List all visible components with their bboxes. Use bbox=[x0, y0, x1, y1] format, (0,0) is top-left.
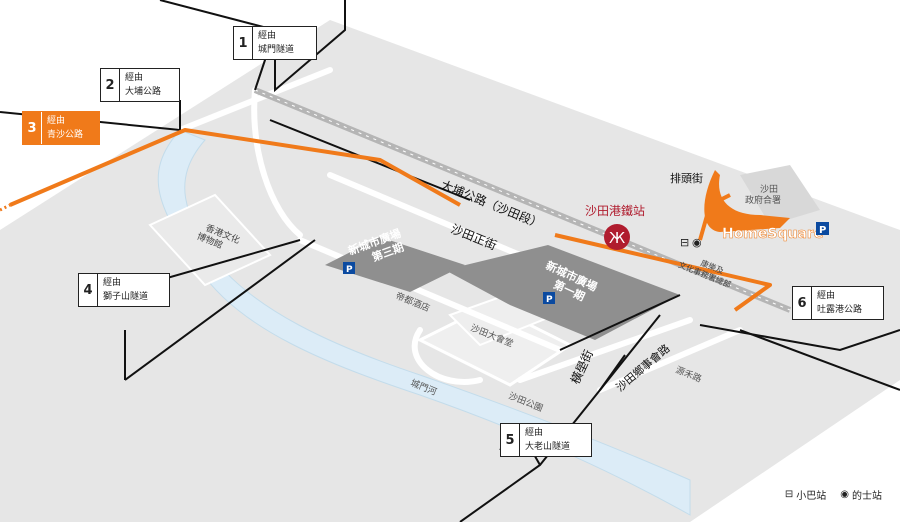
homesquare-parking-label: P bbox=[819, 225, 826, 236]
route-description: 經由城門隧道 bbox=[258, 31, 295, 55]
govt-offices-label: 沙田政府合署 bbox=[745, 184, 781, 206]
route-box-1[interactable]: 1 經由城門隧道 bbox=[233, 26, 317, 60]
local-roads bbox=[177, 67, 743, 393]
legend-taxi: ◉ 的士站 bbox=[840, 487, 882, 502]
taxi-icon: ◉ bbox=[840, 489, 849, 500]
legend-taxi-label: 的士站 bbox=[852, 491, 882, 502]
route-number: 6 bbox=[793, 287, 812, 319]
route-box-2[interactable]: 2 經由大埔公路 bbox=[100, 68, 180, 102]
route-number: 4 bbox=[79, 274, 98, 306]
route-number: 5 bbox=[501, 424, 520, 456]
govt-offices-label-l1: 沙田 bbox=[760, 184, 778, 195]
route-number: 1 bbox=[234, 27, 253, 59]
ntp1-parking-label: P bbox=[546, 295, 553, 305]
homesquare-logo: HomeSquare bbox=[722, 226, 823, 242]
new-town-plaza-phase1 bbox=[445, 245, 680, 340]
mtr-logo-glyph: Ж bbox=[609, 229, 625, 247]
ntp3-parking-icon bbox=[343, 262, 355, 274]
new-town-plaza-phase3 bbox=[325, 237, 465, 292]
taxi-stop-icon: ◉ bbox=[692, 236, 702, 249]
pai-tau-street-label: 排頭街 bbox=[670, 171, 703, 185]
railway-ties bbox=[254, 89, 791, 311]
museum-block bbox=[148, 193, 272, 287]
route-box-4[interactable]: 4 經由獅子山隧道 bbox=[78, 273, 170, 307]
station-label: 沙田港鐵站 bbox=[585, 203, 645, 218]
ntp1-parking-icon bbox=[543, 292, 555, 304]
route-number: 3 bbox=[23, 112, 42, 144]
route-number: 2 bbox=[101, 69, 120, 101]
legend-minibus: ⊟ 小巴站 bbox=[785, 487, 826, 502]
ntp3-parking-label: P bbox=[346, 265, 353, 275]
route-box-6[interactable]: 6 經由吐露港公路 bbox=[792, 286, 884, 320]
route-box-3[interactable]: 3 經由青沙公路 bbox=[22, 111, 100, 145]
highlighted-route-dashes bbox=[0, 203, 11, 212]
map-legend: ⊟ 小巴站 ◉ 的士站 bbox=[785, 487, 882, 502]
homesquare-swoosh bbox=[704, 170, 790, 232]
route-box-5[interactable]: 5 經由大老山隧道 bbox=[500, 423, 592, 457]
route-description: 經由吐露港公路 bbox=[817, 291, 863, 315]
govt-offices-block bbox=[740, 165, 820, 225]
homesquare-parking-icon bbox=[816, 222, 829, 235]
legend-minibus-label: 小巴站 bbox=[796, 491, 827, 502]
route-description: 經由青沙公路 bbox=[47, 116, 84, 140]
route-description: 經由大埔公路 bbox=[125, 73, 162, 97]
govt-offices-label-l2: 政府合署 bbox=[745, 194, 781, 206]
minibus-stop-icon: ⊟ bbox=[680, 236, 689, 249]
mtr-station-icon[interactable] bbox=[604, 224, 630, 250]
minibus-icon: ⊟ bbox=[784, 489, 794, 500]
route-description: 經由大老山隧道 bbox=[525, 428, 571, 452]
route-description: 經由獅子山隧道 bbox=[103, 278, 149, 302]
